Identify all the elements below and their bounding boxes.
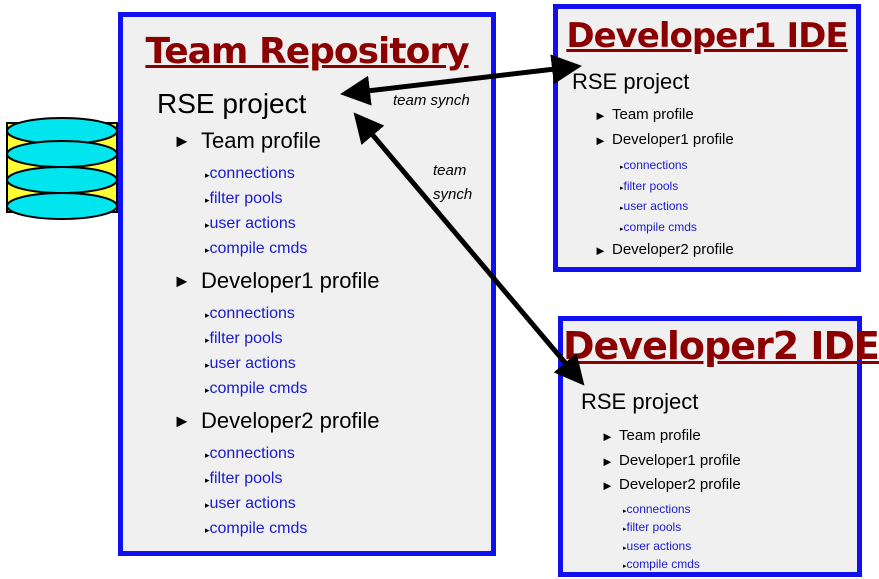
bullet-icon: ▸ (623, 526, 627, 533)
bullet-icon: ▸ (205, 360, 210, 370)
bullet-icon: ▸ (620, 185, 624, 192)
developer2-ide-panel: Developer2 IDE RSE project ► Team profil… (558, 316, 879, 577)
team-synch-label: synch (433, 186, 473, 203)
bullet-icon: ▸ (620, 205, 624, 212)
profile-label: Developer1 profile (201, 268, 380, 293)
profile-marker-icon: ► (173, 411, 191, 431)
team-synch-arrow-dev2 (353, 112, 585, 386)
list-item: ▸filter pools (205, 470, 283, 487)
list-item: ▸compile cmds (205, 380, 308, 397)
project-label: RSE project (572, 69, 690, 94)
profile-marker-icon: ► (601, 454, 614, 469)
list-item: ▸user actions (623, 539, 692, 553)
list-item: ▸connections (205, 165, 295, 182)
bullet-icon: ▸ (205, 170, 210, 180)
database-icon (6, 117, 118, 220)
developer1-ide-panel: Developer1 IDE RSE project ► Team profil… (553, 4, 861, 272)
profile-label: Team profile (201, 128, 321, 153)
bullet-icon: ▸ (205, 475, 210, 485)
bullet-icon: ▸ (205, 220, 210, 230)
list-item: ▸compile cmds (620, 220, 697, 234)
bullet-icon: ▸ (623, 545, 627, 552)
list-item: ▸user actions (205, 355, 296, 372)
list-item: ▸connections (205, 445, 295, 462)
profile-label: Developer1 profile (619, 452, 741, 469)
profile-marker-icon: ► (173, 131, 191, 151)
team-synch-arrow-dev1 (340, 54, 582, 106)
list-item: ▸filter pools (205, 330, 283, 347)
bullet-icon: ▸ (205, 385, 210, 395)
list-item: ▸user actions (205, 215, 296, 232)
team-synch-label: team synch (393, 92, 470, 109)
bullet-icon: ▸ (205, 195, 210, 205)
profile-label: Team profile (619, 427, 701, 444)
list-item: ▸compile cmds (623, 557, 700, 571)
panel-title: Developer2 IDE (563, 324, 879, 368)
list-item: ▸connections (623, 502, 691, 516)
bullet-icon: ▸ (205, 335, 210, 345)
profile-label: Developer2 profile (619, 476, 741, 493)
list-item: ▸connections (205, 305, 295, 322)
bullet-icon: ▸ (620, 164, 624, 171)
bullet-icon: ▸ (623, 508, 627, 515)
list-item: ▸user actions (205, 495, 296, 512)
list-item: ▸filter pools (623, 520, 682, 534)
bullet-icon: ▸ (623, 563, 627, 570)
bullet-icon: ▸ (205, 500, 210, 510)
profile-label: Developer2 profile (612, 241, 734, 258)
list-item: ▸filter pools (205, 190, 283, 207)
profile-marker-icon: ► (601, 429, 614, 444)
project-label: RSE project (157, 88, 307, 119)
profile-label: Developer1 profile (612, 131, 734, 148)
profile-marker-icon: ► (594, 108, 607, 123)
list-item: ▸user actions (620, 199, 689, 213)
list-item: ▸compile cmds (205, 520, 308, 537)
list-item: ▸compile cmds (205, 240, 308, 257)
bullet-icon: ▸ (205, 245, 210, 255)
panel-title: Developer1 IDE (566, 16, 848, 56)
profile-label: Developer2 profile (201, 408, 380, 433)
list-item: ▸connections (620, 158, 688, 172)
bullet-icon: ▸ (620, 226, 624, 233)
bullet-icon: ▸ (205, 310, 210, 320)
bullet-icon: ▸ (205, 450, 210, 460)
profile-label: Team profile (612, 106, 694, 123)
bullet-icon: ▸ (205, 525, 210, 535)
profile-marker-icon: ► (594, 133, 607, 148)
profile-marker-icon: ► (173, 271, 191, 291)
team-synch-label: team (433, 162, 467, 179)
list-item: ▸filter pools (620, 179, 679, 193)
project-label: RSE project (581, 389, 699, 414)
profile-marker-icon: ► (601, 478, 614, 493)
profile-marker-icon: ► (594, 243, 607, 258)
